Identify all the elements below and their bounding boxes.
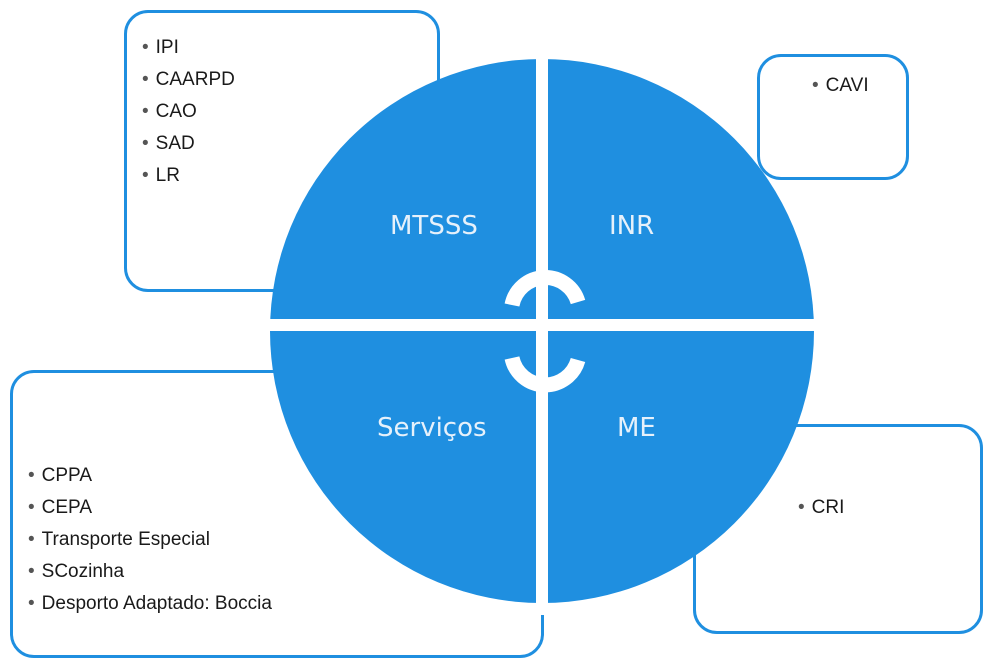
inr-callout-box <box>757 54 909 180</box>
mtsss-list: IPI CAARPD CAO SAD LR <box>142 32 235 192</box>
inr-list: CAVI <box>812 70 869 102</box>
list-item: CEPA <box>28 492 272 524</box>
list-item: SAD <box>142 128 235 160</box>
list-item: CPPA <box>28 460 272 492</box>
list-item: CAARPD <box>142 64 235 96</box>
servicos-list: CPPA CEPA Transporte Especial SCozinha D… <box>28 460 272 620</box>
quadrant-label-me: ME <box>617 413 656 443</box>
quadrant-label-servicos: Serviços <box>377 413 487 443</box>
quadrant-label-inr: INR <box>609 211 654 241</box>
cycle-arrows-icon <box>504 270 586 393</box>
list-item: CAO <box>142 96 235 128</box>
list-item: CRI <box>798 492 845 524</box>
list-item: Transporte Especial <box>28 524 272 556</box>
list-item: LR <box>142 160 235 192</box>
list-item: CAVI <box>812 70 869 102</box>
me-list: CRI <box>798 492 845 524</box>
list-item: SCozinha <box>28 556 272 588</box>
horizontal-divider <box>260 319 825 331</box>
quadrant-label-mtsss: MTSSS <box>390 211 478 241</box>
list-item: Desporto Adaptado: Boccia <box>28 588 272 620</box>
vertical-divider <box>536 50 548 615</box>
list-item: IPI <box>142 32 235 64</box>
